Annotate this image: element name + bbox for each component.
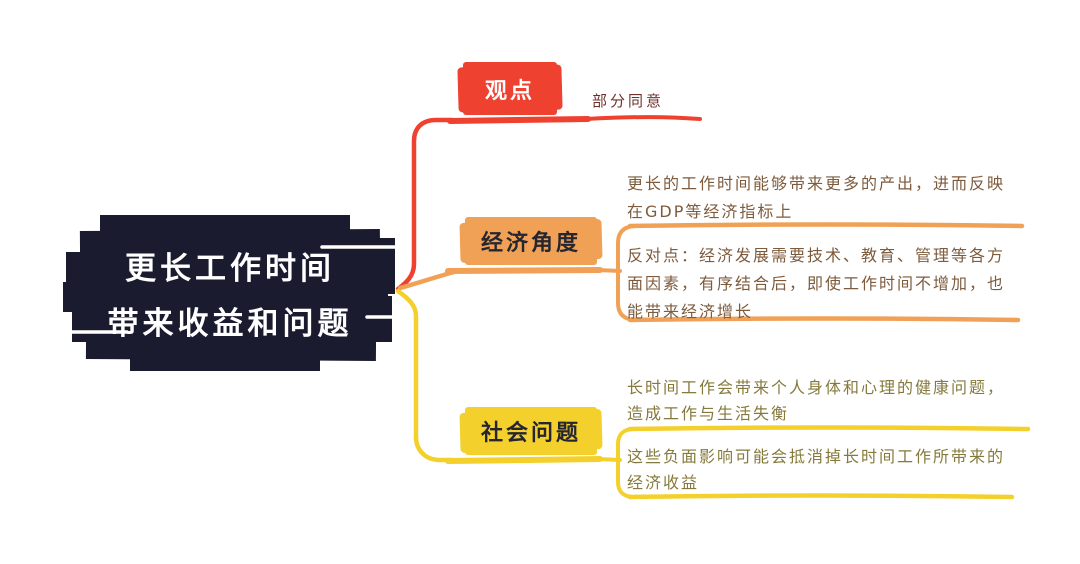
branch-line-social xyxy=(395,288,1031,500)
note-line: 长时间工作会带来个人身体和心理的健康问题， xyxy=(627,378,1006,397)
note-line: 反对点：经济发展需要技术、教育、管理等各方 xyxy=(627,246,1006,265)
central-topic-blob xyxy=(63,215,398,371)
note-line: 这些负面影响可能会抵消掉长时间工作所带来的 xyxy=(627,447,1006,466)
branch-line-viewpoint xyxy=(395,115,702,292)
topic-viewpoint-label: 观点 xyxy=(484,78,535,104)
branch-line-economic xyxy=(397,222,1025,323)
topic-economic[interactable]: 经济角度 xyxy=(465,217,597,265)
note-line: 能带来经济增长 xyxy=(627,302,754,321)
central-topic-line-2: 带来收益和问题 xyxy=(107,306,353,342)
central-topic-line-1: 更长工作时间 xyxy=(125,251,335,287)
note-line: 在GDP等经济指标上 xyxy=(627,202,794,221)
topic-social[interactable]: 社会问题 xyxy=(465,407,597,455)
note-economic-counterpoint[interactable]: 反对点：经济发展需要技术、教育、管理等各方 面因素，有序结合后，即使工作时间不增… xyxy=(627,242,1005,326)
note-social-health[interactable]: 长时间工作会带来个人身体和心理的健康问题， 造成工作与生活失衡 xyxy=(627,375,1005,427)
note-line: 部分同意 xyxy=(592,92,665,110)
central-topic[interactable]: 更长工作时间 带来收益和问题 xyxy=(63,214,397,372)
note-line: 造成工作与生活失衡 xyxy=(627,404,790,423)
note-line: 面因素，有序结合后，即使工作时间不增加，也 xyxy=(627,274,1006,293)
note-economic-output[interactable]: 更长的工作时间能够带来更多的产出，进而反映 在GDP等经济指标上 xyxy=(627,170,1005,226)
topic-economic-label: 经济角度 xyxy=(480,231,581,256)
note-line: 经济收益 xyxy=(627,473,700,492)
topic-social-label: 社会问题 xyxy=(480,421,581,446)
note-line: 更长的工作时间能够带来更多的产出，进而反映 xyxy=(627,174,1006,193)
note-social-offset[interactable]: 这些负面影响可能会抵消掉长时间工作所带来的 经济收益 xyxy=(627,444,1005,496)
topic-viewpoint[interactable]: 观点 xyxy=(463,62,557,115)
note-viewpoint-agree[interactable]: 部分同意 xyxy=(592,88,664,114)
